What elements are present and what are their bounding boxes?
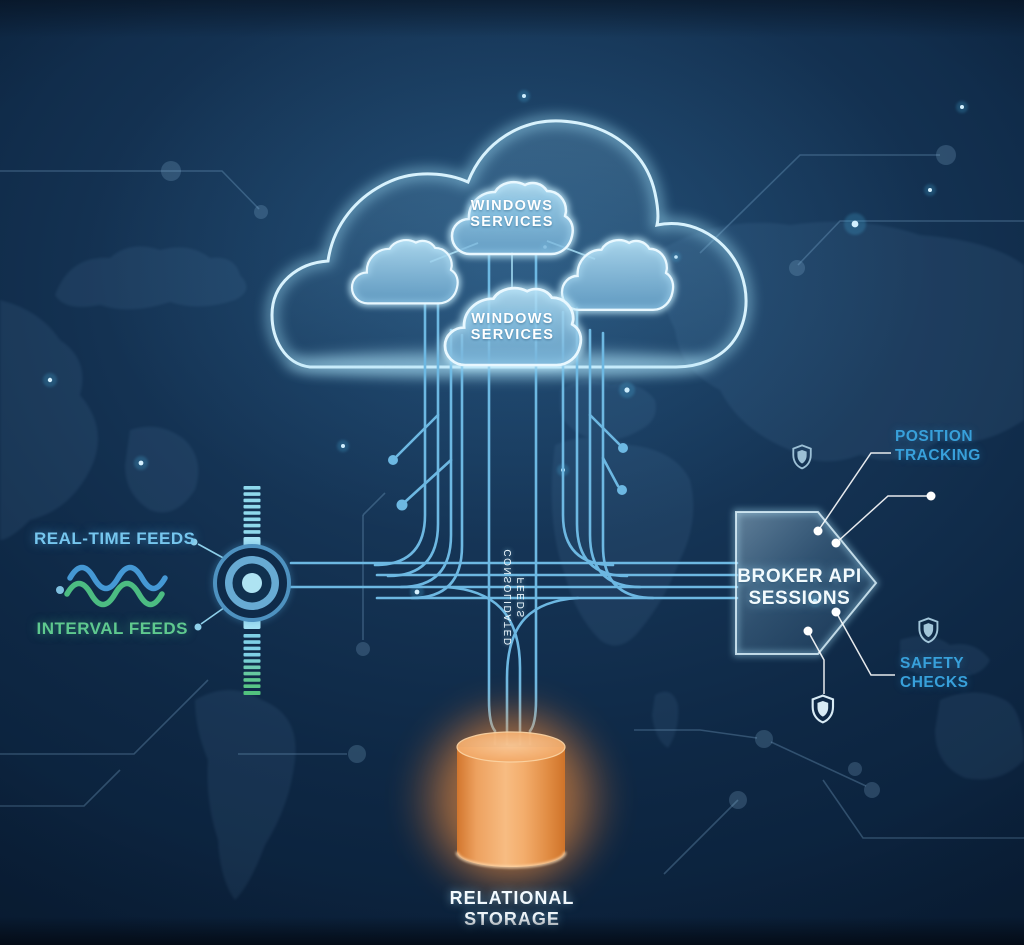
broker-line1: BROKER API	[737, 566, 862, 587]
consolidated-feeds-label: CONSOLIDATED FEEDS	[502, 542, 528, 654]
storage-cylinder	[411, 699, 611, 899]
consolidated-line1: CONSOLIDATED	[503, 549, 514, 647]
windows-services-label-top: WINDOWS SERVICES	[452, 198, 572, 230]
windows-services-bottom-line1: WINDOWS	[471, 311, 554, 327]
broker-line2: SESSIONS	[748, 588, 851, 609]
relational-storage-line2: STORAGE	[464, 909, 560, 929]
windows-services-top-line2: SERVICES	[470, 214, 554, 230]
safety-checks-label: SAFETY CHECKS	[900, 655, 968, 692]
feed-waves	[56, 564, 168, 608]
safety-checks-line1: SAFETY	[900, 655, 965, 672]
hub-tick-ladder-top	[243, 486, 261, 548]
windows-services-bottom-line2: SERVICES	[470, 327, 555, 343]
position-tracking-line1: POSITION	[895, 428, 974, 445]
windows-services-top-line1: WINDOWS	[470, 198, 554, 214]
feed-hub	[190, 486, 292, 695]
interval-feeds-label: INTERVAL FEEDS	[36, 619, 188, 638]
position-tracking-label: POSITION TRACKING	[895, 428, 981, 465]
consolidated-line2: FEEDS	[516, 577, 527, 619]
relational-storage-line1: RELATIONAL	[449, 888, 575, 908]
windows-services-label-bottom: WINDOWS SERVICES	[445, 311, 580, 343]
hub-tick-ladder-bottom	[243, 618, 261, 695]
broker-api-sessions-label: BROKER API SESSIONS	[737, 566, 862, 610]
safety-checks-line2: CHECKS	[900, 673, 969, 691]
position-tracking-line2: TRACKING	[895, 446, 981, 464]
shield-icon	[811, 694, 835, 724]
realtime-feeds-label: REAL-TIME FEEDS	[34, 529, 196, 548]
relational-storage-label: RELATIONAL STORAGE	[432, 888, 592, 930]
